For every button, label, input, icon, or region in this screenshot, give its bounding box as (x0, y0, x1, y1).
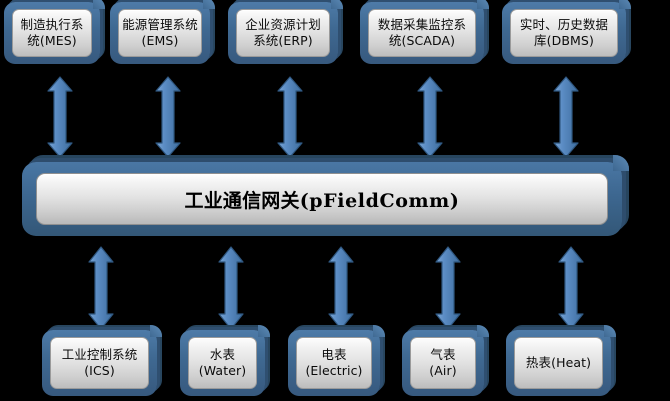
bottom-node-electric[interactable]: 电表 (Electric) (288, 325, 385, 396)
gateway-label-en: (pFieldComm) (299, 189, 460, 212)
bottom-node-air-line1: 气表 (430, 347, 456, 362)
arrow-gateway-electric (328, 246, 354, 330)
gateway-face: 工业通信网关(pFieldComm) (36, 173, 608, 225)
top-node-erp-line1: 企业资源计划 (245, 17, 321, 32)
top-node-erp-face: 企业资源计划 系统(ERP) (236, 9, 330, 57)
top-node-ems-line2: (EMS) (141, 33, 179, 48)
top-node-erp[interactable]: 企业资源计划 系统(ERP) (228, 0, 343, 64)
bottom-node-air[interactable]: 气表 (Air) (402, 325, 489, 396)
top-node-dbms[interactable]: 实时、历史数据 库(DBMS) (502, 0, 631, 64)
top-node-mes-face: 制造执行系 统(MES) (12, 9, 92, 57)
top-node-mes-line2: 统(MES) (27, 33, 77, 48)
bottom-node-air-face: 气表 (Air) (410, 337, 476, 389)
bottom-node-heat-face: 热表(Heat) (514, 337, 603, 389)
top-node-dbms-line1: 实时、历史数据 (519, 17, 609, 32)
arrow-gateway-water (218, 246, 244, 330)
top-node-dbms-face: 实时、历史数据 库(DBMS) (510, 9, 618, 57)
arrow-dbms-gateway (553, 76, 579, 158)
top-node-ems[interactable]: 能源管理系统 (EMS) (110, 0, 215, 64)
arrow-gateway-heat (558, 246, 584, 330)
bottom-node-ics[interactable]: 工业控制系统 (ICS) (42, 325, 162, 396)
bottom-node-heat-line1: 热表(Heat) (525, 355, 592, 370)
arrow-gateway-air (435, 246, 461, 330)
bottom-node-water-line1: 水表 (209, 347, 236, 362)
arrow-mes-gateway (47, 76, 73, 158)
top-node-scada-line1: 数据采集监控系 (377, 17, 467, 32)
top-node-scada-line2: 统(SCADA) (388, 33, 456, 48)
top-node-ems-line1: 能源管理系统 (122, 17, 198, 32)
arrow-erp-gateway (277, 76, 303, 158)
bottom-node-water-face: 水表 (Water) (188, 337, 257, 389)
bottom-node-ics-face: 工业控制系统 (ICS) (50, 337, 149, 389)
arrow-ems-gateway (155, 76, 181, 158)
bottom-node-ics-line2: (ICS) (84, 363, 115, 378)
gateway-node[interactable]: 工业通信网关(pFieldComm) (22, 155, 629, 236)
bottom-node-air-line2: (Air) (429, 363, 457, 378)
top-node-mes-line1: 制造执行系 (20, 17, 84, 32)
gateway-label-cn: 工业通信网关 (184, 189, 300, 212)
arrow-gateway-ics (88, 246, 114, 330)
top-node-scada[interactable]: 数据采集监控系 统(SCADA) (360, 0, 489, 64)
bottom-node-water[interactable]: 水表 (Water) (180, 325, 270, 396)
bottom-node-electric-face: 电表 (Electric) (296, 337, 372, 389)
bottom-node-water-line2: (Water) (198, 363, 247, 378)
top-node-scada-face: 数据采集监控系 统(SCADA) (368, 9, 476, 57)
bottom-node-electric-line1: 电表 (321, 347, 347, 362)
top-node-dbms-line2: 库(DBMS) (534, 33, 594, 48)
top-node-ems-face: 能源管理系统 (EMS) (118, 9, 202, 57)
top-node-erp-line2: 系统(ERP) (253, 33, 313, 48)
bottom-node-electric-line2: (Electric) (305, 363, 363, 378)
bottom-node-heat[interactable]: 热表(Heat) (506, 325, 616, 396)
arrow-scada-gateway (417, 76, 443, 158)
bottom-node-ics-line1: 工业控制系统 (61, 347, 138, 362)
gateway-label: 工业通信网关(pFieldComm) (185, 186, 460, 213)
top-node-mes[interactable]: 制造执行系 统(MES) (4, 0, 105, 64)
